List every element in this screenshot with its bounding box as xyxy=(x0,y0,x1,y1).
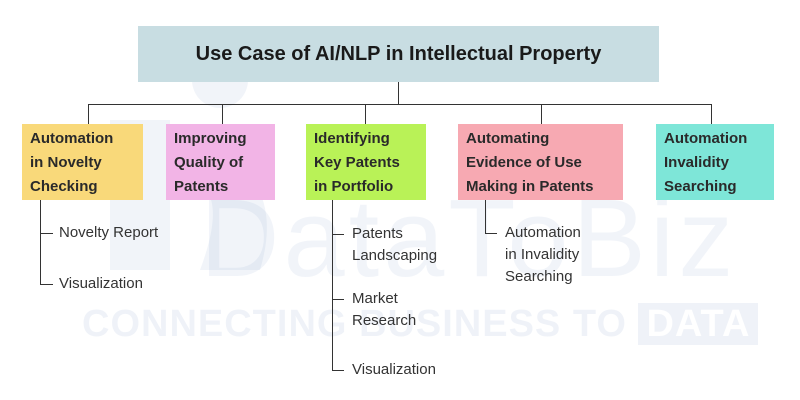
branch-bus xyxy=(88,104,712,105)
leaf-visualization: Visualization xyxy=(59,273,143,295)
leaf-novelty-report: Novelty Report xyxy=(59,222,158,244)
leaf-patents-landscaping: Patents Landscaping xyxy=(352,223,437,267)
category-label-line: in Novelty xyxy=(30,154,102,171)
leaf-automation-invalidity: Automation in Invalidity Searching xyxy=(505,222,581,288)
leaf-label-line: Automation xyxy=(505,224,581,241)
leaf-tick xyxy=(332,299,344,300)
category-key-patents: Identifying Key Patents in Portfolio xyxy=(306,124,426,200)
category-label-line: Key Patents xyxy=(314,154,400,171)
category-label-line: Checking xyxy=(30,178,98,195)
category-novelty-checking: Automation in Novelty Checking xyxy=(22,124,143,200)
leaf-tick xyxy=(40,233,53,234)
leaf-label-line: Market xyxy=(352,290,398,307)
category-label-line: Quality of xyxy=(174,154,244,171)
branch-drop-3 xyxy=(365,104,366,124)
category-label-line: Identifying xyxy=(314,130,390,147)
leaf-tick xyxy=(485,233,497,234)
category-label-line: Automation xyxy=(30,130,114,147)
category-label-line: Invalidity xyxy=(664,154,730,171)
watermark-tagline-start: CONNECTING BUSINESS TO xyxy=(82,303,627,345)
diagram-title: Use Case of AI/NLP in Intellectual Prope… xyxy=(138,26,659,82)
category-evidence-of-use: Automating Evidence of Use Making in Pat… xyxy=(458,124,623,200)
category-label-line: Evidence of Use xyxy=(466,154,582,171)
category-label-line: Making in Patents xyxy=(466,178,594,195)
leaf-trunk-key-patents xyxy=(332,200,333,371)
leaf-visualization: Visualization xyxy=(352,359,436,381)
leaf-trunk-evidence xyxy=(485,200,486,234)
category-invalidity-searching: Automation Invalidity Searching xyxy=(656,124,774,200)
leaf-label-line: Landscaping xyxy=(352,247,438,264)
leaf-label-line: Searching xyxy=(505,268,573,285)
leaf-label-line: in Invalidity xyxy=(505,246,580,263)
category-improving-quality: Improving Quality of Patents xyxy=(166,124,275,200)
leaf-label-line: Visualization xyxy=(59,275,143,292)
root-connector xyxy=(398,82,399,104)
leaf-label-line: Novelty Report xyxy=(59,224,159,241)
leaf-tick xyxy=(332,234,344,235)
watermark-tagline: CONNECTING BUSINESS TO DATA xyxy=(82,303,759,346)
category-label-line: in Portfolio xyxy=(314,178,394,195)
category-label-line: Patents xyxy=(174,178,229,195)
category-label-line: Automation xyxy=(664,130,748,147)
leaf-label-line: Visualization xyxy=(352,361,436,378)
leaf-label-line: Patents xyxy=(352,225,403,242)
leaf-trunk-novelty xyxy=(40,200,41,285)
branch-drop-4 xyxy=(541,104,542,124)
leaf-market-research: Market Research xyxy=(352,288,416,332)
category-label-line: Searching xyxy=(664,178,737,195)
branch-drop-1 xyxy=(88,104,89,124)
leaf-label-line: Research xyxy=(352,312,417,329)
leaf-tick xyxy=(332,370,344,371)
category-label-line: Automating xyxy=(466,130,550,147)
branch-drop-5 xyxy=(711,104,712,124)
category-label-line: Improving xyxy=(174,130,247,147)
branch-drop-2 xyxy=(222,104,223,124)
watermark-tagline-boxed: DATA xyxy=(638,303,759,345)
leaf-tick xyxy=(40,284,53,285)
